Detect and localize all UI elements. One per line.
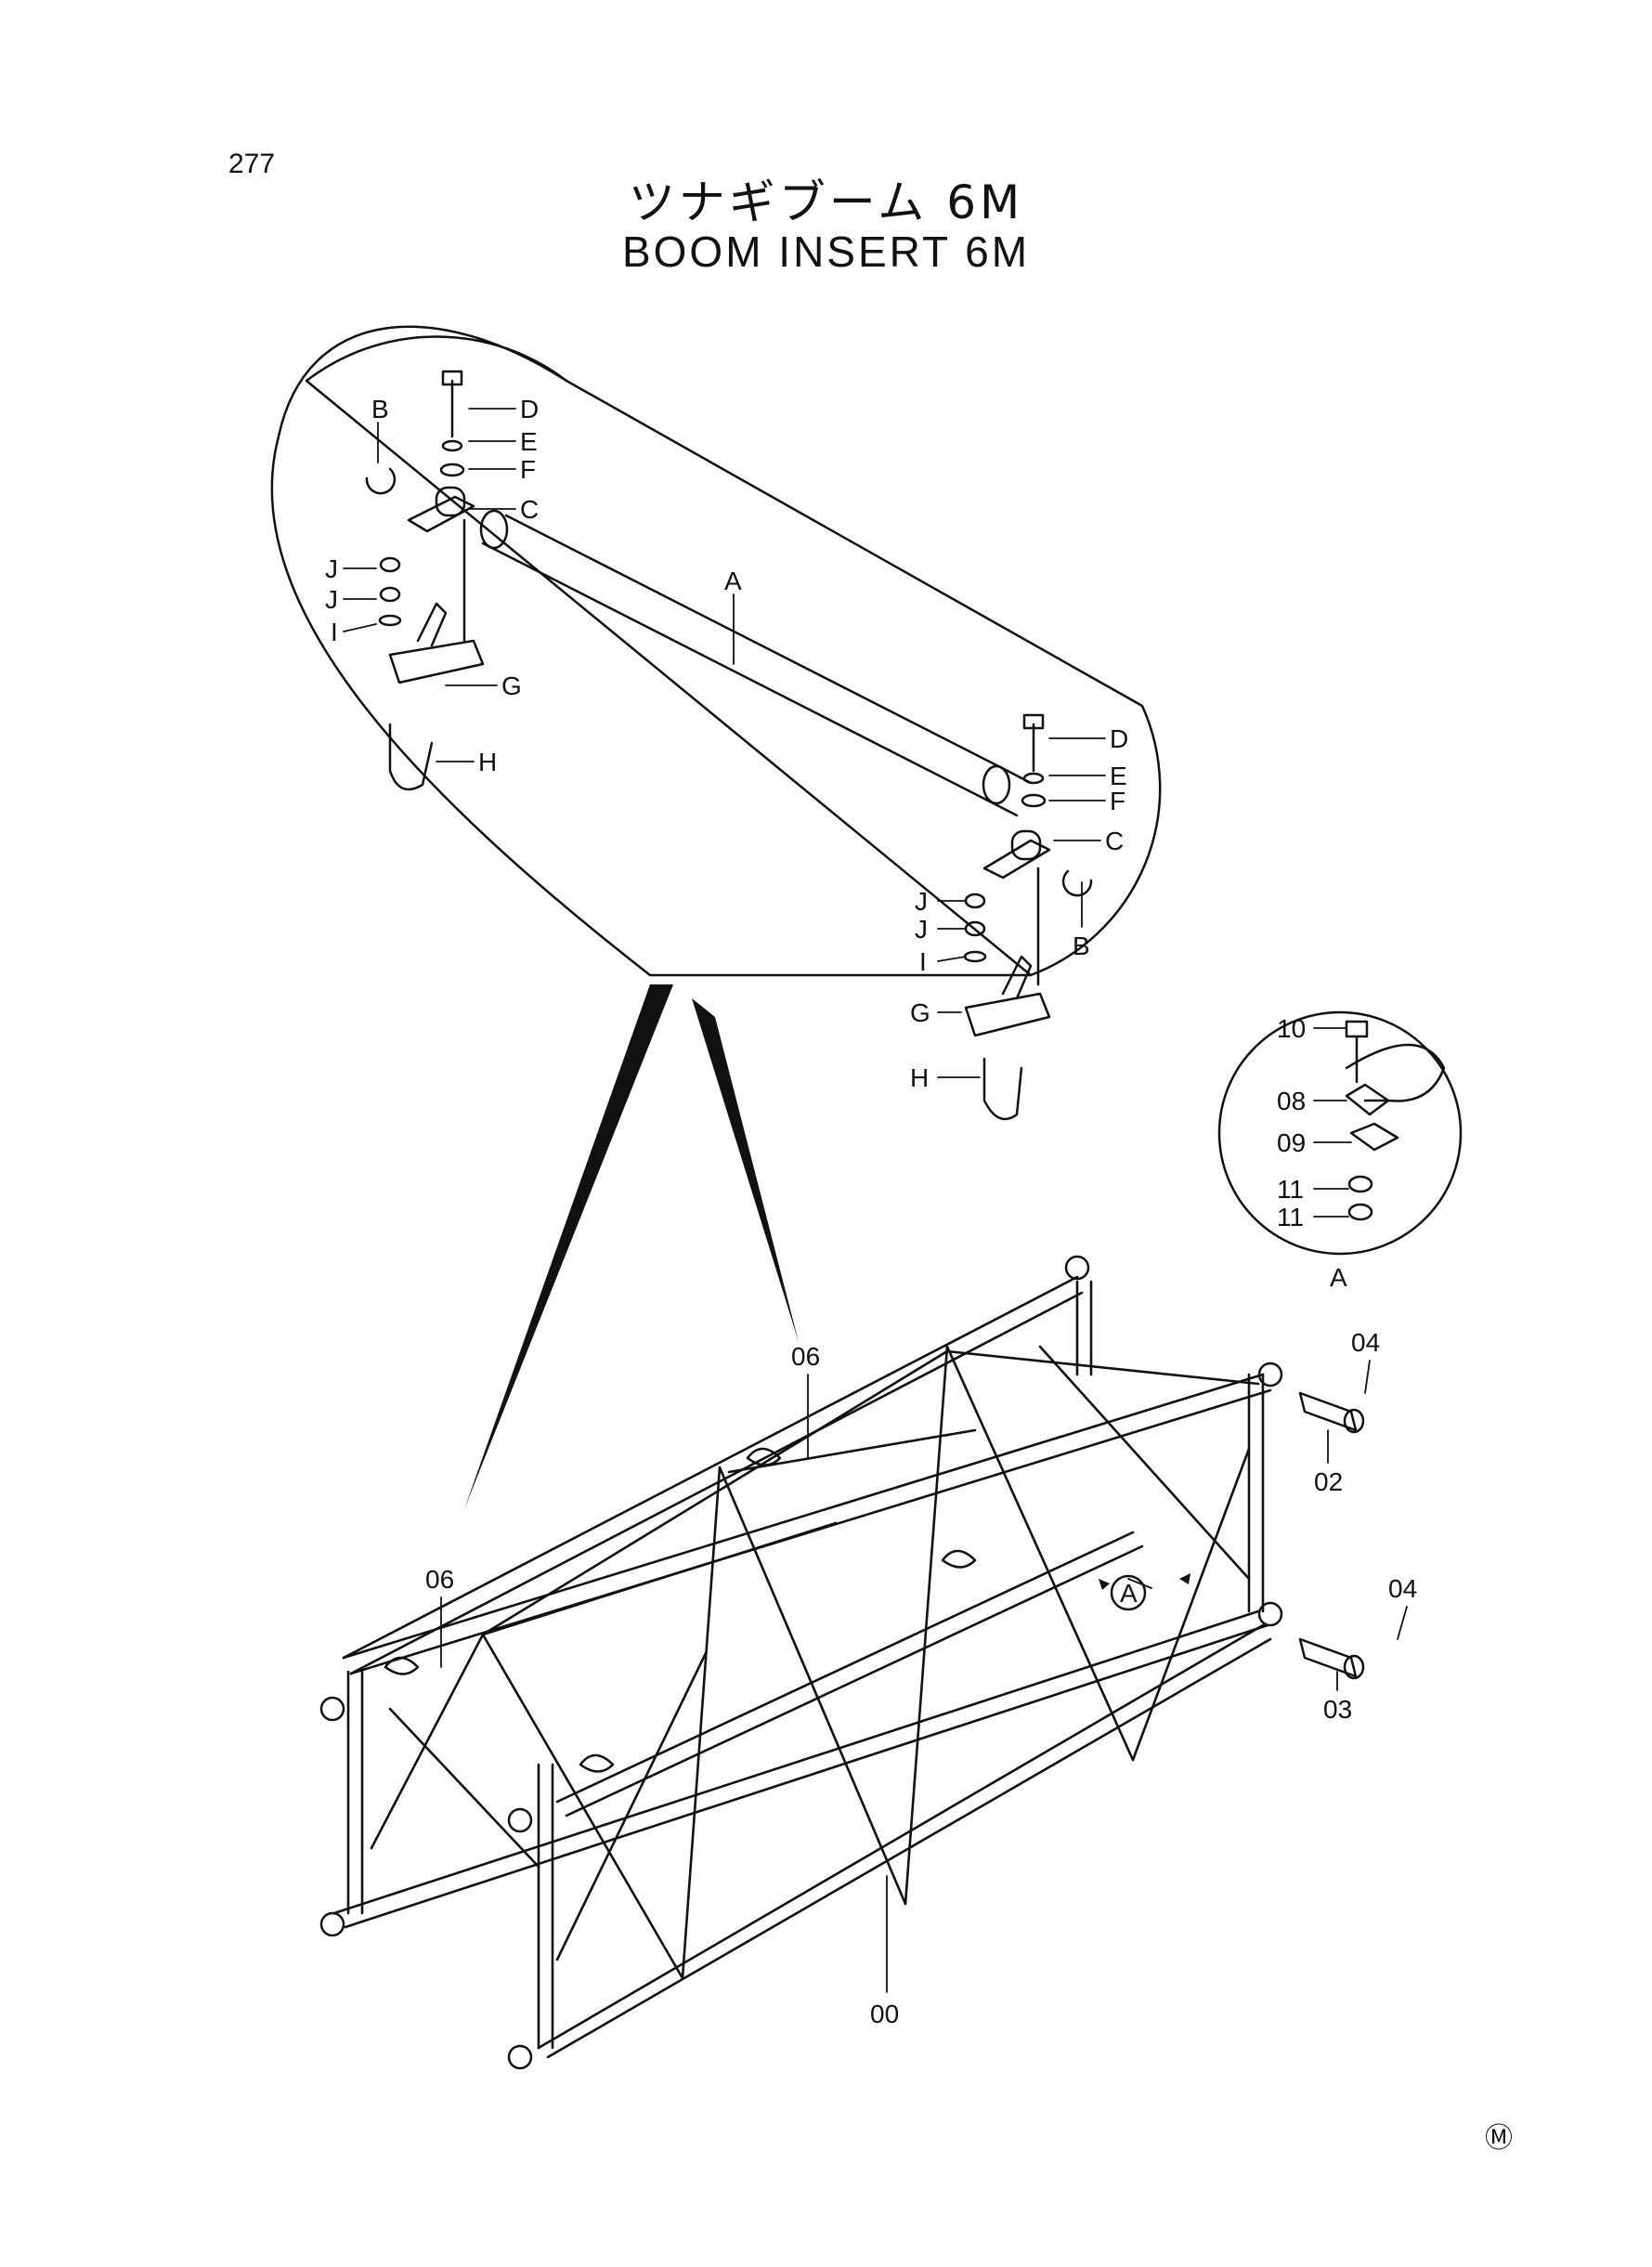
- label-main-a-callout: A: [1120, 1579, 1138, 1608]
- label-main-04-lower: 04: [1388, 1574, 1417, 1603]
- label-capsule-h-lower: H: [910, 1063, 929, 1092]
- manufacturer-mark: Ⓜ: [1485, 2123, 1513, 2154]
- label-capsule-c-upper: C: [520, 495, 539, 524]
- label-capsule-f-upper: F: [520, 455, 536, 484]
- label-capsule-b-lower: B: [1073, 932, 1090, 960]
- label-capsule-d-upper: D: [520, 395, 539, 423]
- label-capsule-j2-lower: J: [915, 915, 928, 944]
- label-detail-a-08: 08: [1277, 1087, 1306, 1115]
- label-capsule-g-upper: G: [501, 671, 522, 700]
- boom-insert-frame: [332, 1275, 1272, 2059]
- label-main-04-upper: 04: [1351, 1328, 1380, 1357]
- label-capsule-f-lower: F: [1110, 787, 1125, 815]
- label-detail-a-09: 09: [1277, 1128, 1306, 1157]
- title-english: BOOM INSERT 6M: [621, 228, 1031, 276]
- label-capsule-e-lower: E: [1110, 762, 1127, 790]
- label-capsule-b-upper: B: [371, 395, 389, 423]
- label-capsule-j1-upper: J: [325, 554, 338, 583]
- label-capsule-j2-upper: J: [325, 585, 338, 614]
- detail-capsule-outline: [305, 335, 1162, 977]
- label-capsule-h-upper: H: [478, 748, 497, 776]
- callout-a-marker: [1110, 1574, 1147, 1611]
- detail-a-parts: [1345, 1020, 1446, 1221]
- label-capsule-a: A: [724, 567, 742, 595]
- callout-wedge-right: [692, 998, 799, 1342]
- label-capsule-g-lower: G: [910, 998, 930, 1027]
- label-main-06-lower: 06: [425, 1565, 454, 1594]
- label-capsule-i-lower: I: [919, 947, 927, 976]
- label-main-00: 00: [870, 2000, 899, 2028]
- boom-insert-lugs: [319, 1255, 1283, 2070]
- label-capsule-j1-lower: J: [915, 887, 928, 916]
- shaft-a: [479, 509, 1033, 817]
- title-japanese: ツナギブーム 6M: [628, 176, 1024, 229]
- label-capsule-e-upper: E: [520, 427, 538, 456]
- label-detail-a-10: 10: [1277, 1014, 1306, 1043]
- label-detail-a-title: A: [1330, 1263, 1347, 1292]
- label-main-06-upper: 06: [791, 1342, 820, 1371]
- label-detail-a-11a: 11: [1277, 1175, 1304, 1204]
- label-capsule-i-upper: I: [331, 618, 338, 646]
- detail-a-circle: [1217, 1010, 1463, 1256]
- label-detail-a-11b: 11: [1277, 1203, 1304, 1231]
- page-number: 277: [228, 149, 276, 179]
- pins: [1298, 1391, 1365, 1680]
- label-capsule-c-lower: C: [1105, 827, 1124, 855]
- label-capsule-d-lower: D: [1110, 724, 1128, 753]
- callout-wedge-left: [464, 984, 673, 1509]
- label-main-03: 03: [1323, 1695, 1352, 1724]
- label-main-02: 02: [1314, 1467, 1343, 1496]
- upper-left-bracket-set: [365, 370, 485, 791]
